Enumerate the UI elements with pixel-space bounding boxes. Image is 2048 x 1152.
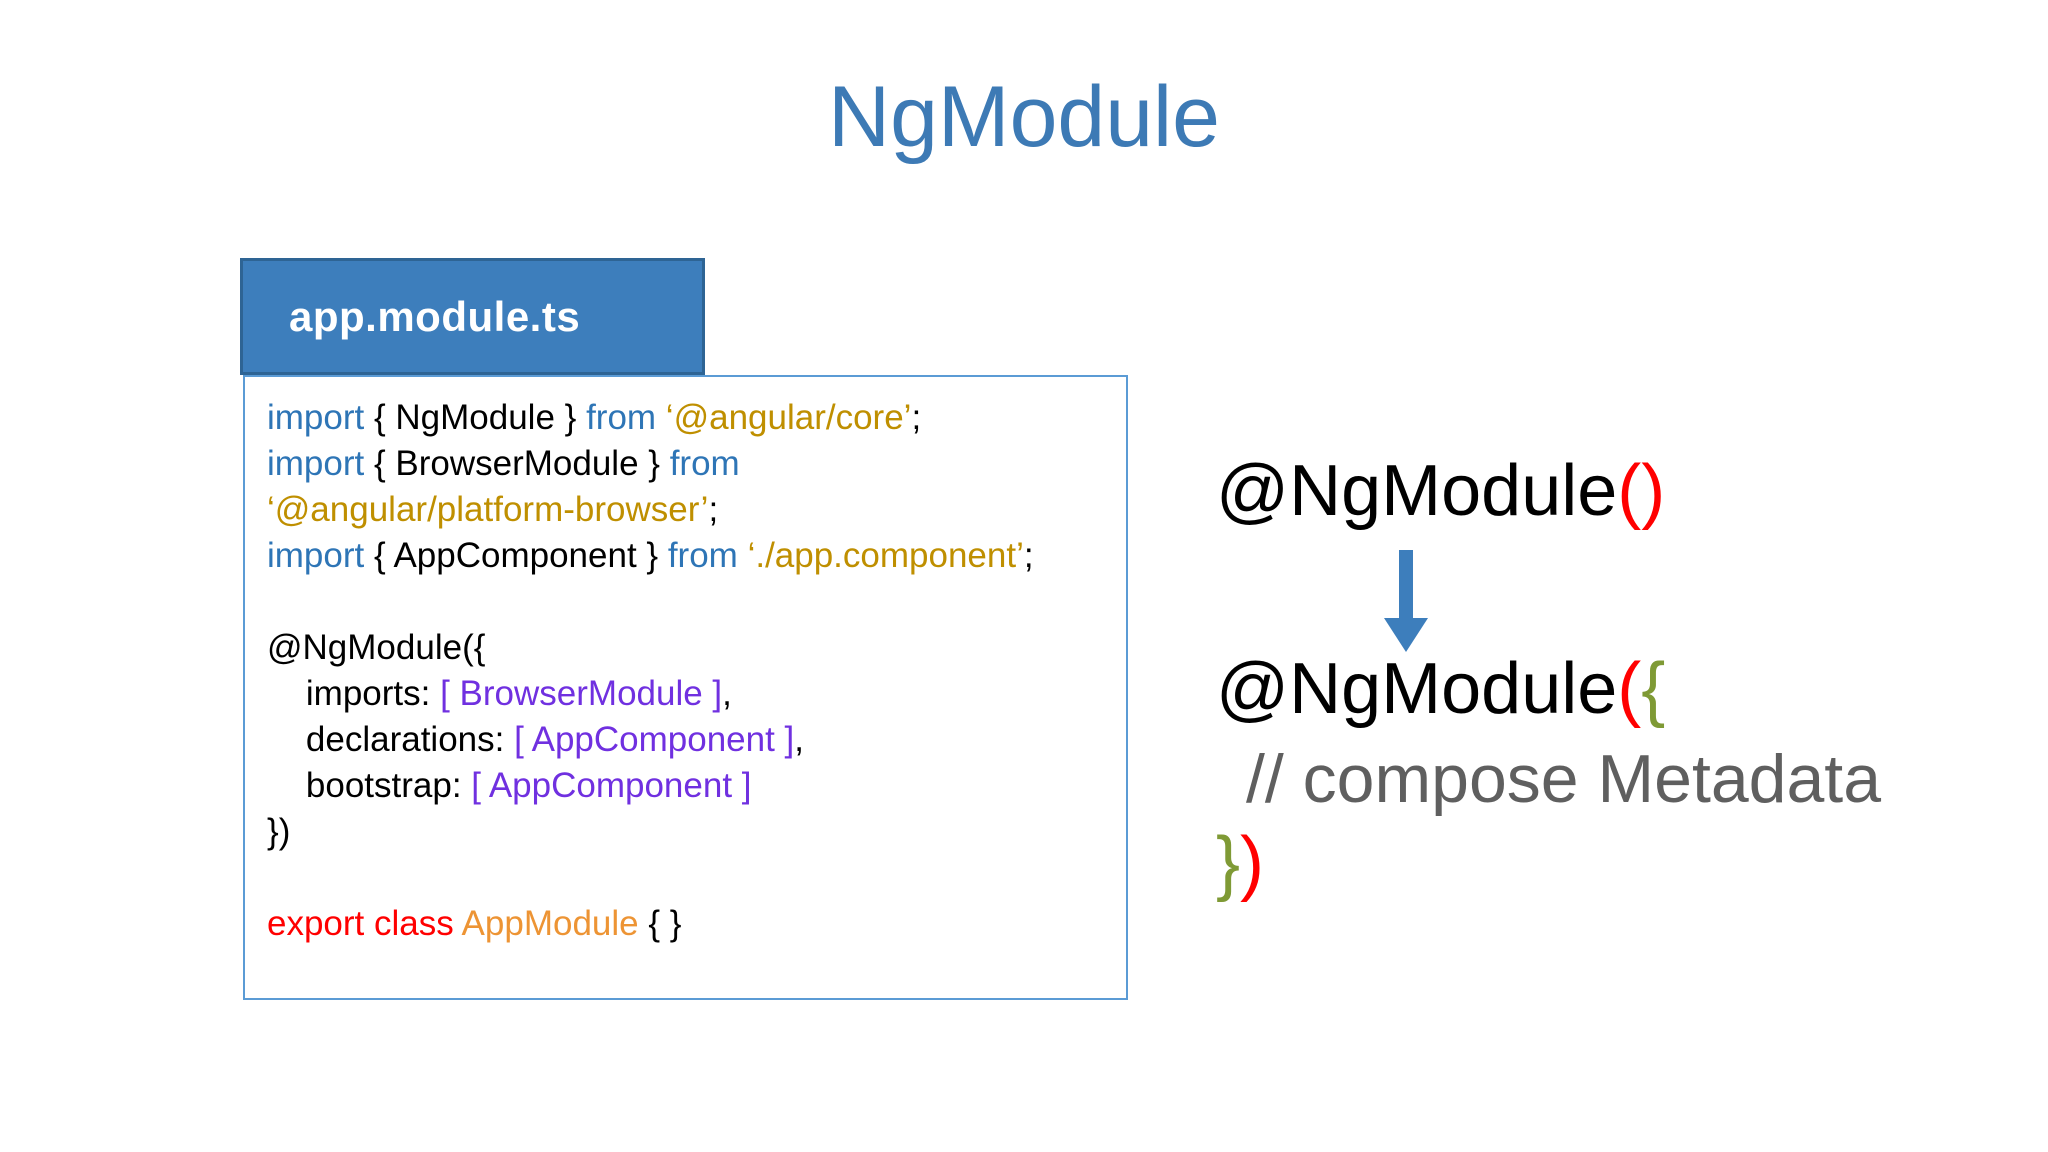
code-line-4 <box>267 579 1122 625</box>
code-token: ; <box>911 398 922 437</box>
decorator-call-close: }) <box>1216 820 1264 906</box>
code-line-9: }) <box>267 809 1122 855</box>
code-token: ‘./app.component’ <box>747 536 1024 575</box>
code-token: [ AppComponent ] <box>514 720 795 759</box>
code-token: import <box>267 398 365 437</box>
code-listing: import { NgModule } from ‘@angular/core’… <box>267 395 1122 947</box>
code-line-11: export class AppModule { } <box>267 901 1122 947</box>
file-tab: app.module.ts <box>240 258 705 375</box>
code-token: ‘@angular/core’ <box>665 398 912 437</box>
code-token: import <box>267 444 365 483</box>
code-token: }) <box>267 812 291 851</box>
code-box: import { NgModule } from ‘@angular/core’… <box>243 375 1128 1000</box>
decorator-comment: // compose Metadata <box>1246 736 1881 822</box>
decorator-token: ( <box>1617 649 1642 729</box>
code-line-10 <box>267 855 1122 901</box>
code-line-2: ‘@angular/platform-browser’; <box>267 487 1122 533</box>
file-card: app.module.ts import { NgModule } from ‘… <box>240 258 1130 1003</box>
code-token: imports: <box>267 674 441 713</box>
decorator-token: ) <box>1240 823 1265 903</box>
decorator-call-empty: @NgModule() <box>1216 448 1665 534</box>
code-token: , <box>794 720 805 759</box>
code-token: ; <box>708 490 719 529</box>
code-token: , <box>722 674 732 713</box>
decorator-token: () <box>1617 451 1666 531</box>
code-token: declarations: <box>267 720 515 759</box>
code-line-1: import { BrowserModule } from <box>267 441 1122 487</box>
code-line-0: import { NgModule } from ‘@angular/core’… <box>267 395 1122 441</box>
decorator-token: // compose Metadata <box>1246 741 1882 817</box>
code-line-5: @NgModule({ <box>267 625 1122 671</box>
code-token: @NgModule({ <box>267 628 486 667</box>
code-token: [ AppComponent ] <box>471 766 752 805</box>
code-token: bootstrap: <box>267 766 472 805</box>
page-title: NgModule <box>828 69 1220 165</box>
code-line-8: bootstrap: [ AppComponent ] <box>267 763 1122 809</box>
code-token: ; <box>1023 536 1034 575</box>
code-token: AppModule <box>461 904 639 943</box>
code-token <box>656 398 666 437</box>
code-token <box>454 904 462 943</box>
code-line-6: imports: [ BrowserModule ], <box>267 671 1122 717</box>
decorator-token: @NgModule <box>1216 451 1618 531</box>
code-line-7: declarations: [ AppComponent ], <box>267 717 1122 763</box>
decorator-token: @NgModule <box>1216 649 1618 729</box>
file-tab-label: app.module.ts <box>289 292 581 340</box>
code-token: export class <box>267 904 454 943</box>
code-token: from <box>586 398 657 437</box>
down-arrow-icon <box>1366 548 1446 663</box>
code-token: ‘@angular/platform-browser’ <box>267 490 709 529</box>
code-token: { NgModule } <box>364 398 587 437</box>
code-token: from <box>667 536 738 575</box>
code-token: [ BrowserModule ] <box>440 674 723 713</box>
decorator-token: { <box>1641 649 1666 729</box>
code-token: { BrowserModule } <box>364 444 670 483</box>
decorator-token: } <box>1216 823 1241 903</box>
code-token: from <box>669 444 740 483</box>
code-token: { } <box>638 904 682 943</box>
decorator-call-open: @NgModule({ <box>1216 646 1665 732</box>
code-token: { AppComponent } <box>364 536 668 575</box>
code-line-3: import { AppComponent } from ‘./app.comp… <box>267 533 1122 579</box>
code-token: import <box>267 536 365 575</box>
code-token <box>738 536 748 575</box>
